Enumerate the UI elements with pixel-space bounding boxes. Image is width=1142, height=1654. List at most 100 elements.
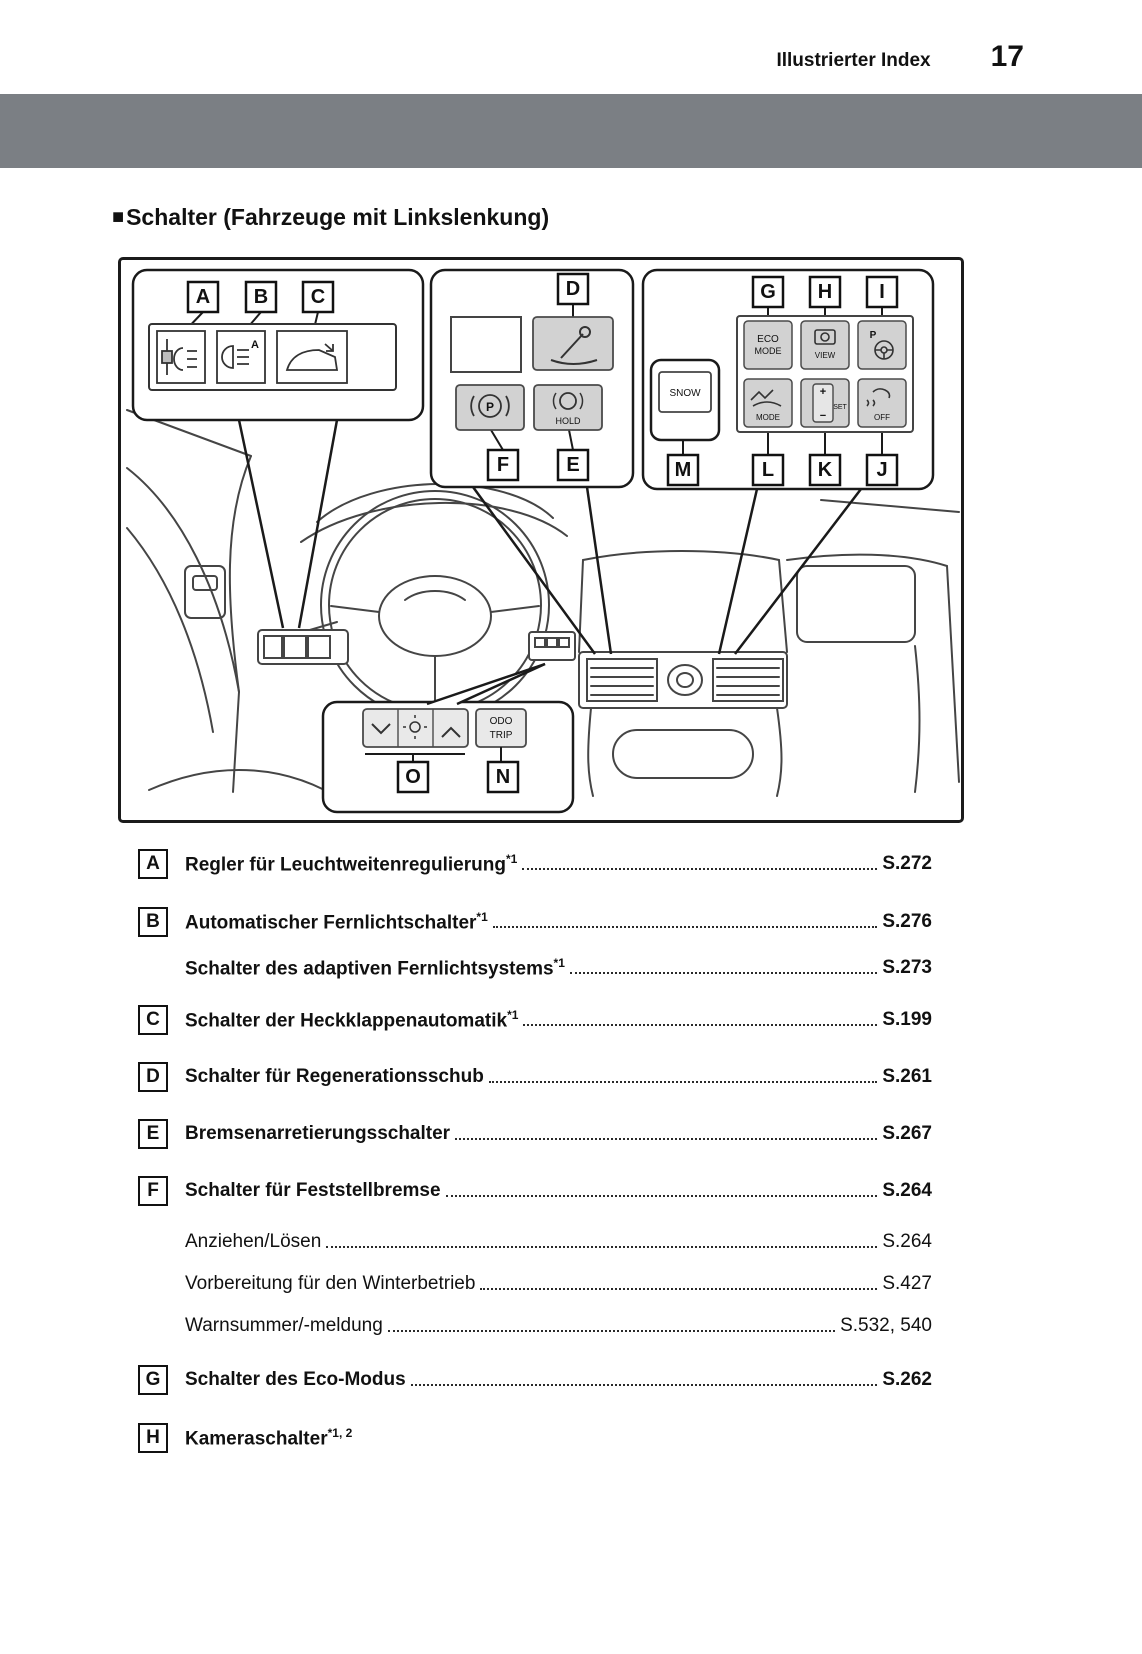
index-entry-g: G Schalter des Eco-Modus S.262 — [138, 1365, 932, 1395]
svg-text:K: K — [818, 459, 833, 481]
svg-text:ODO: ODO — [490, 716, 513, 727]
section-heading-text: Schalter (Fahrzeuge mit Linkslenkung) — [126, 204, 550, 230]
footnote-marker: *1 — [553, 955, 565, 970]
page-header: Illustrierter Index 17 — [0, 0, 1142, 74]
dotted-leader — [480, 1288, 878, 1290]
power-tailgate-icon — [276, 330, 348, 384]
callout-label-O: O — [396, 760, 430, 794]
svg-text:N: N — [496, 766, 510, 788]
headlight-leveling-icon — [156, 330, 206, 384]
callout-meter-switches: ODO TRIP O N — [321, 662, 575, 814]
svg-text:MODE: MODE — [755, 346, 782, 356]
snow-mode-switch: SNOW — [649, 358, 721, 442]
svg-text:B: B — [254, 286, 268, 308]
illustrated-index-list: A Regler für Leuchtweitenregulierung*1 S… — [138, 849, 932, 1453]
dotted-leader — [410, 1384, 878, 1386]
page-reference: S.427 — [882, 1273, 932, 1294]
page-reference: S.532, 540 — [840, 1315, 932, 1336]
svg-text:OFF: OFF — [874, 413, 890, 422]
header-title: Illustrierter Index — [776, 50, 931, 71]
dotted-leader — [445, 1195, 878, 1197]
callout-label-M: M — [666, 453, 700, 487]
callout-label-I: I — [865, 275, 899, 309]
odo-trip-button: ODO TRIP — [475, 708, 527, 748]
index-letter-box: H — [138, 1423, 168, 1453]
x-mode-button: MODE — [743, 378, 793, 428]
page-reference: S.276 — [882, 911, 932, 932]
footnote-marker: *1 — [476, 909, 488, 924]
dotted-leader — [569, 972, 878, 974]
camera-icon — [814, 329, 836, 345]
callout-label-B: B — [244, 280, 278, 314]
svg-text:F: F — [497, 454, 509, 476]
traction-off-button: OFF — [857, 378, 907, 428]
svg-text:D: D — [566, 278, 580, 300]
x-mode-icon — [750, 389, 782, 407]
page-reference: S.272 — [882, 853, 932, 874]
diagram-svg: A B C — [126, 268, 960, 814]
page-reference: S.264 — [882, 1180, 932, 1201]
index-entry-text: Schalter für Feststellbremse — [185, 1180, 441, 1201]
page-reference: S.262 — [882, 1369, 932, 1390]
chevron-up-icon — [441, 726, 461, 738]
svg-text:+: + — [820, 386, 826, 398]
svg-text:G: G — [760, 281, 776, 303]
blank-switch-slot — [450, 316, 522, 373]
dotted-leader — [455, 1138, 878, 1140]
regen-lever-icon — [550, 326, 598, 365]
svg-text:L: L — [762, 459, 774, 481]
svg-text:P: P — [486, 400, 494, 414]
index-entry-text: Bremsenarretierungsschalter — [185, 1123, 451, 1144]
index-entry-b: B Automatischer Fernlichtschalter*1 S.27… — [138, 907, 932, 937]
footnote-marker: *1 — [505, 851, 518, 866]
page-reference: S.267 — [882, 1123, 932, 1144]
callout-brake-switches: D P — [429, 268, 635, 489]
brake-hold-switch: HOLD — [533, 384, 603, 431]
index-entry-a: A Regler für Leuchtweitenregulierung*1 S… — [138, 849, 932, 879]
index-entry-f: F Schalter für Feststellbremse S.264 — [138, 1176, 932, 1206]
dotted-leader — [492, 926, 878, 928]
footnote-marker: *1 — [507, 1007, 519, 1022]
callout-label-K: K — [808, 453, 842, 487]
index-subentry: Vorbereitung für den Winterbetrieb S.427 — [138, 1269, 932, 1299]
dashboard-switch-diagram: A B C — [118, 257, 964, 823]
index-entry-d: D Schalter für Regenerationsschub S.261 — [138, 1062, 932, 1092]
index-entry-e: E Bremsenarretierungsschalter S.267 — [138, 1119, 932, 1149]
section-heading: ■ Schalter (Fahrzeuge mit Linkslenkung) — [112, 204, 1142, 231]
index-subentry: Anziehen/Lösen S.264 — [138, 1227, 932, 1257]
set-rocker-button: + − SET — [800, 378, 850, 428]
index-entry-b2: Schalter des adaptiven Fernlichtsystems*… — [138, 953, 932, 983]
svg-text:P: P — [870, 330, 877, 341]
regen-boost-switch — [532, 316, 614, 371]
index-entry-text: Anziehen/Lösen — [185, 1231, 322, 1252]
index-letter-box: F — [138, 1176, 168, 1206]
index-letter-box: E — [138, 1119, 168, 1149]
page-reference: S.199 — [882, 1009, 932, 1030]
svg-text:VIEW: VIEW — [815, 351, 836, 360]
park-steering-button: P — [857, 320, 907, 370]
camera-view-button: VIEW — [800, 320, 850, 370]
index-letter-box: G — [138, 1365, 168, 1395]
parking-brake-switch: P — [455, 384, 525, 431]
dotted-leader — [387, 1330, 836, 1332]
svg-text:H: H — [818, 281, 832, 303]
svg-text:E: E — [566, 454, 579, 476]
callout-pointer-lines — [237, 419, 862, 655]
traction-off-icon — [866, 388, 891, 407]
auto-high-beam-icon: A — [216, 330, 266, 384]
callout-label-F: F — [486, 448, 520, 482]
steering-wheel-icon — [874, 340, 894, 360]
index-entry-text: Schalter des adaptiven Fernlichtsystems*… — [185, 955, 565, 980]
dotted-leader — [523, 1024, 878, 1026]
index-entry-text: Schalter der Heckklappenautomatik*1 — [185, 1007, 519, 1032]
page-number: 17 — [990, 40, 1024, 73]
svg-text:M: M — [675, 459, 692, 481]
callout-label-H: H — [808, 275, 842, 309]
callout-label-D: D — [556, 272, 590, 306]
svg-text:TRIP: TRIP — [490, 730, 513, 741]
callout-label-E: E — [556, 448, 590, 482]
index-entry-text: Automatischer Fernlichtschalter*1 — [185, 909, 488, 934]
svg-text:SET: SET — [833, 404, 847, 411]
eco-mode-button: ECO MODE — [743, 320, 793, 370]
